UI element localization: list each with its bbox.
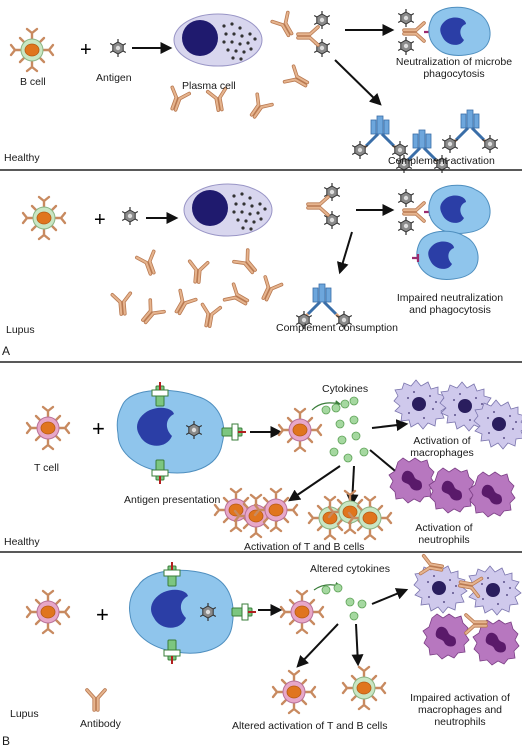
impaired-macrophage: [410, 230, 479, 280]
complement-consumption-label: Complement consumption: [276, 322, 398, 334]
plasma-cell-shape: [183, 183, 273, 237]
antigen-presentation-label: Antigen presentation: [124, 494, 221, 506]
antigen-label: Antigen: [96, 72, 132, 84]
cytokine-release-arrow: [311, 400, 342, 411]
activated-t-b-cells: [213, 487, 393, 541]
panel-letter-b: B: [2, 734, 11, 748]
arrow: [337, 231, 353, 275]
impaired-neutralization-line2: and phagocytosis: [409, 304, 491, 316]
complement-activation-label: Complement activation: [388, 155, 495, 167]
cytokine-dots: [321, 583, 367, 621]
impaired-activation-line2: macrophages and: [417, 704, 503, 716]
activation-neutrophils-line2: neutrophils: [418, 534, 470, 546]
activation-macrophages-line1: Activation of: [413, 435, 471, 447]
panel-b-lupus: +: [25, 553, 522, 715]
section-label-lupus: Lupus: [10, 708, 39, 720]
arrow: [371, 419, 409, 432]
activation-macrophages-line2: macrophages: [410, 447, 474, 459]
panel-b-healthy: +: [25, 379, 522, 541]
altered-activation-t-b-label: Altered activation of T and B cells: [232, 720, 388, 732]
antigen-shape: [109, 38, 127, 58]
neutralization-label-line1: Neutralization of microbe: [395, 56, 513, 68]
b-cell-shape: [21, 195, 67, 241]
activation-neutrophils-line1: Activation of: [415, 522, 473, 534]
plasma-cell-shape: [173, 13, 263, 67]
cytokines-label: Cytokines: [322, 383, 369, 395]
antigen-shape: [121, 206, 139, 226]
antigen-presenting-cell: [129, 561, 257, 665]
t-cell-shape: [277, 407, 323, 453]
arrow: [296, 623, 339, 668]
macrophage-shape: [428, 184, 491, 234]
t-cell-shape: [25, 405, 71, 451]
altered-cytokines-label: Altered cytokines: [310, 563, 390, 575]
plus-sign: +: [96, 602, 109, 627]
t-cell-label: T cell: [34, 462, 59, 474]
activation-t-b-cells-label: Activation of T and B cells: [244, 541, 365, 553]
panel-a-lupus: +: [21, 182, 491, 330]
section-label-healthy: Healthy: [4, 152, 40, 164]
arrow: [334, 59, 382, 106]
plasma-cell-label: Plasma cell: [182, 80, 236, 92]
t-cell-shape: [25, 589, 71, 635]
activated-neutrophils: [388, 457, 516, 518]
impaired-activation-line3: neutrophils: [434, 716, 486, 728]
impaired-neutralization-line1: Impaired neutralization: [396, 292, 504, 304]
section-label-lupus: Lupus: [6, 324, 35, 336]
plus-sign: +: [80, 39, 92, 61]
impaired-activation-line1: Impaired activation of: [410, 692, 510, 704]
neutralized-complex: [397, 8, 432, 56]
plus-sign: +: [94, 209, 106, 231]
antigen-presenting-cell: [116, 381, 247, 485]
arrow: [346, 465, 359, 507]
cytokine-dots: [321, 396, 369, 463]
neutralization-label-line2: phagocytosis: [423, 68, 485, 80]
panel-a-healthy: +: [9, 6, 499, 174]
antibody-legend-icon: [85, 688, 107, 712]
arrow: [371, 588, 409, 605]
section-label-healthy: Healthy: [4, 536, 40, 548]
panel-letter-a: A: [2, 344, 11, 358]
antibody-antigen-complex: [306, 182, 341, 230]
b-cell-shape: [9, 27, 55, 73]
antibody-antigen-complex: [296, 10, 331, 58]
macrophage-shape: [428, 6, 491, 56]
antibody-legend-label: Antibody: [80, 718, 121, 730]
antibody-group: [110, 248, 284, 330]
t-cell-shape: [279, 589, 325, 635]
altered-t-b-cells: [271, 665, 387, 715]
plus-sign: +: [92, 416, 105, 441]
arrow: [351, 623, 364, 667]
impaired-macrophages-neutrophils: [413, 553, 522, 666]
b-cell-label: B cell: [20, 76, 46, 88]
neutralized-complex: [397, 188, 432, 236]
arrow: [288, 465, 341, 502]
